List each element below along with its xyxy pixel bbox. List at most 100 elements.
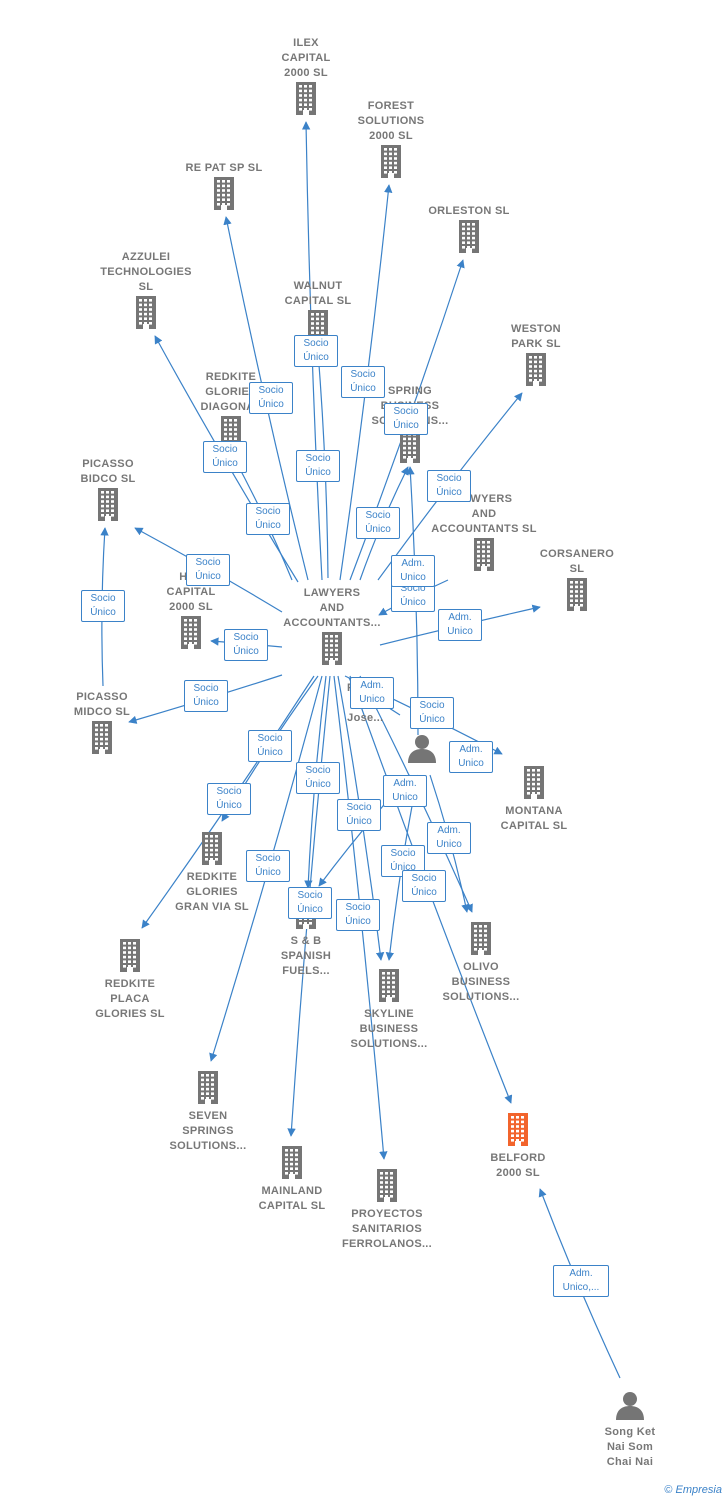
edge-label-line: Único — [390, 862, 416, 873]
edge-label-porras-lawyers[interactable]: Adm.Unico — [350, 677, 394, 709]
node-label-line: Song Ket — [604, 1426, 656, 1438]
node-orleston[interactable]: ORLESTON SL — [404, 204, 534, 258]
edge-label-line: Socio — [365, 510, 391, 521]
node-label-line: PICASSO — [82, 458, 134, 470]
node-label-line: SEVEN — [188, 1110, 228, 1122]
edge-label-line: Único — [216, 800, 242, 811]
brand-logo[interactable]: Empresia — [675, 1484, 722, 1496]
node-label-line: SPANISH — [280, 950, 332, 962]
edge-label-porras-corsanero[interactable]: Adm.Unico — [438, 609, 482, 641]
node-hes[interactable]: HESCAPITAL2000 SL — [126, 570, 256, 654]
edge-label-songket-belford[interactable]: Adm.Unico,... — [553, 1265, 609, 1297]
edge-label-line: Adm. — [401, 558, 425, 569]
node-label-line: TECHNOLOGIES — [100, 266, 192, 278]
edge-label-line: Adm. — [448, 612, 472, 623]
edge-label-line: Socio — [297, 890, 323, 901]
edge-label-porras-olivo[interactable]: Adm.Unico — [383, 775, 427, 807]
node-label-line: SOLUTIONS — [357, 115, 425, 127]
node-label-line: SOLUTIONS... — [442, 991, 520, 1003]
building-icon — [512, 577, 642, 616]
edge-label-line: Único — [255, 520, 281, 531]
node-label-line: AZZULEI — [121, 251, 171, 263]
edge-label-line: Único — [303, 352, 329, 363]
edge-label-line: Socio — [233, 632, 259, 643]
edge-label-line: Socio — [345, 902, 371, 913]
edge-label-line: Socio — [346, 802, 372, 813]
building-icon — [37, 720, 167, 759]
edge-label-porras-skyline[interactable]: Adm.Unico — [427, 822, 471, 854]
node-label-line: MONTANA — [505, 805, 563, 817]
building-icon — [326, 144, 456, 183]
node-label-line: REDKITE — [205, 371, 257, 383]
edge-label-porras-montana[interactable]: Adm.Unico — [449, 741, 493, 773]
edge-label-line: Adm. — [569, 1268, 593, 1279]
building-icon — [227, 1145, 357, 1184]
edge-label-line: Socio — [303, 338, 329, 349]
edge-label-line: Adm. — [360, 680, 384, 691]
node-repat[interactable]: RE PAT SP SL — [159, 161, 289, 215]
person-icon — [565, 1390, 695, 1425]
building-icon — [166, 415, 296, 454]
node-label-line: PARK SL — [511, 338, 561, 350]
edge-label-line: Socio — [400, 583, 426, 594]
edge-label-line: Único — [393, 420, 419, 431]
edge-label-porras-spring[interactable]: Adm.Unico — [391, 555, 435, 587]
node-label: ORLESTON SL — [404, 204, 534, 219]
building-icon — [159, 176, 289, 215]
building-icon — [322, 1168, 452, 1207]
node-label-line: 2000 SL — [284, 67, 328, 79]
edge-label-line: Socio — [305, 765, 331, 776]
node-label-line: S & B — [290, 935, 322, 947]
